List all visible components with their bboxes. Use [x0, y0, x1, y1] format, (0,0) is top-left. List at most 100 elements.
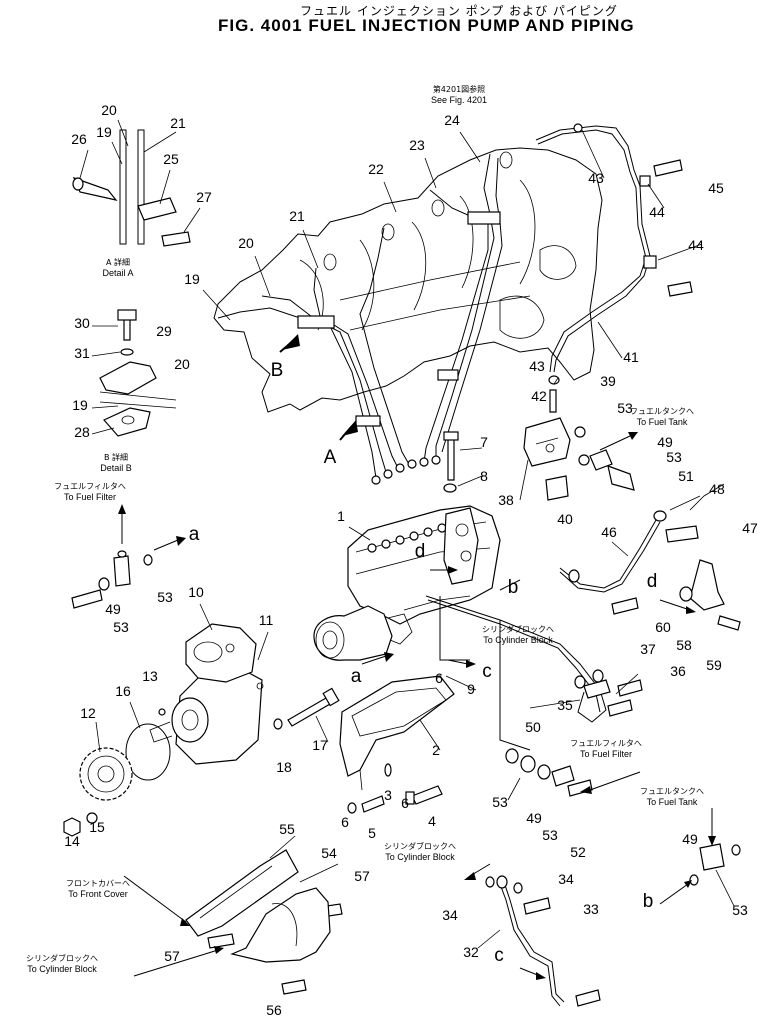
callout-number: 55 [279, 821, 295, 837]
callout-number: 49 [105, 601, 121, 617]
callout-number: 11 [259, 612, 274, 628]
callout-number: 17 [312, 737, 328, 753]
callout-number: 20 [174, 356, 190, 372]
note-japanese: フュエルフィルタへ [570, 739, 642, 748]
note-japanese: シリンダブロックへ [26, 953, 98, 963]
callout-number: 9 [467, 681, 475, 697]
callout-number: 13 [142, 668, 158, 684]
note-english: See Fig. 4201 [431, 95, 487, 105]
callout-number: 43 [529, 358, 545, 374]
callout-number: 6 [435, 670, 443, 686]
callout-number: 50 [525, 719, 541, 735]
callout-number: 22 [368, 161, 384, 177]
callout-number: 23 [409, 137, 425, 153]
reference-letter: d [647, 571, 658, 592]
reference-letter: a [351, 666, 362, 687]
callout-number: 40 [557, 511, 573, 527]
direction-arrows [118, 334, 716, 980]
note-english: To Cylinder Block [385, 852, 455, 862]
note-english: To Fuel Filter [64, 492, 116, 502]
note-english: Detail B [100, 463, 132, 473]
callout-number: 31 [74, 345, 90, 361]
note-english: To Fuel Tank [647, 797, 698, 807]
lower-fuel-pipe [496, 875, 565, 1007]
reference-letter: b [508, 577, 519, 598]
callout-number: 19 [184, 271, 200, 287]
reference-letter: c [494, 945, 504, 966]
callout-number: 53 [666, 449, 682, 465]
callout-number: 3 [384, 787, 392, 803]
callout-number: 57 [164, 948, 180, 964]
callout-number: 47 [742, 520, 758, 536]
callout-number: 21 [170, 115, 186, 131]
callout-number: 26 [71, 131, 87, 147]
callout-number: 53 [542, 827, 558, 843]
callout-number: 44 [649, 204, 665, 220]
callout-number: 18 [276, 759, 292, 775]
callout-number: 53 [113, 619, 129, 635]
callout-number: 19 [96, 124, 112, 140]
callout-number: 58 [676, 637, 692, 653]
callout-number: 54 [321, 845, 337, 861]
callout-number: 60 [655, 619, 671, 635]
overflow-pipe [425, 559, 725, 751]
note-japanese: A 詳細 [106, 257, 130, 267]
callout-number: 49 [526, 810, 542, 826]
callout-number: 34 [442, 907, 458, 923]
callout-number: 2 [432, 742, 440, 758]
callout-number: 49 [682, 831, 698, 847]
note-japanese: フロントカバーへ [66, 879, 130, 888]
callout-number: 8 [480, 468, 488, 484]
callout-number: 10 [188, 584, 204, 600]
fuel-fittings [113, 550, 741, 894]
callout-number: 28 [74, 424, 90, 440]
note-english: Detail A [102, 268, 133, 278]
callout-number: 53 [492, 794, 508, 810]
pump-covers [185, 849, 331, 963]
callout-number: 16 [115, 683, 131, 699]
callout-number: 59 [706, 657, 722, 673]
callout-number: 14 [64, 833, 80, 849]
callout-number: 12 [80, 705, 96, 721]
pump-bracket [339, 675, 455, 791]
note-english: To Fuel Filter [580, 749, 632, 759]
injection-pipes [217, 153, 503, 485]
callout-number: 42 [531, 388, 547, 404]
detail-b-clamp [99, 361, 177, 437]
note-english: To Cylinder Block [27, 964, 97, 974]
callout-number: 49 [657, 434, 673, 450]
callout-number: 46 [601, 524, 617, 540]
reference-letter: b [643, 891, 654, 912]
callout-number: 15 [89, 819, 105, 835]
reference-letter: B [271, 360, 284, 381]
drive-gear [63, 708, 166, 837]
note-japanese: B 詳細 [104, 452, 128, 462]
callout-number: 25 [163, 151, 179, 167]
callout-number: 1 [337, 508, 345, 524]
note-japanese: シリンダブロックへ [384, 841, 456, 851]
callout-number: 35 [557, 697, 573, 713]
note-english: To Fuel Tank [637, 417, 688, 427]
callout-number: 45 [708, 180, 724, 196]
note-japanese: フュエルタンクへ [630, 407, 694, 416]
callout-number: 43 [588, 170, 604, 186]
callout-number: 48 [709, 481, 725, 497]
callout-number: 57 [354, 868, 370, 884]
callout-number: 20 [238, 235, 254, 251]
callout-number: 39 [600, 373, 616, 389]
fuel-injection-pump [313, 505, 501, 661]
callout-number: 33 [583, 901, 599, 917]
fuel-return-pipes [523, 123, 667, 593]
bolts-and-washers [71, 159, 741, 1007]
